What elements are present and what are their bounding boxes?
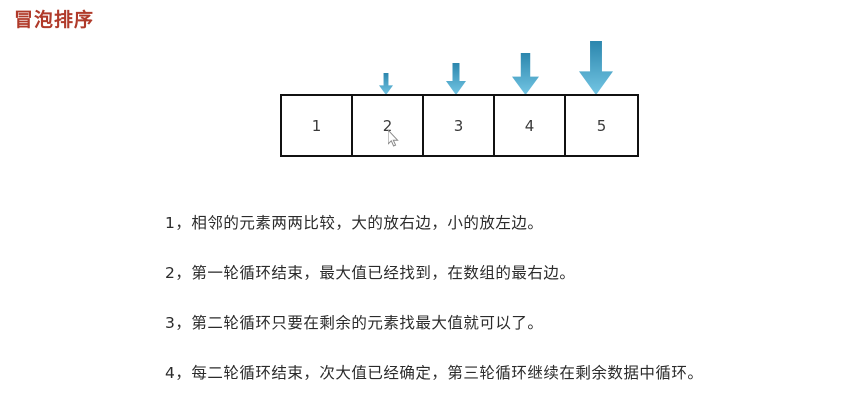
note-line: 4，每二轮循环结束，次大值已经确定，第三轮循环继续在剩余数据中循环。 <box>165 364 704 382</box>
down-arrow-cell-5 <box>579 41 613 95</box>
down-arrow-cell-2 <box>379 73 393 95</box>
arrow-group <box>0 0 867 95</box>
note-line: 1，相邻的元素两两比较，大的放右边，小的放左边。 <box>165 214 544 232</box>
array-diagram: 1 2 3 4 5 <box>280 94 639 157</box>
array-cell: 2 <box>353 96 424 155</box>
page-title: 冒泡排序 <box>14 9 95 31</box>
note-line: 3，第二轮循环只要在剩余的元素找最大值就可以了。 <box>165 314 544 332</box>
array-cell: 3 <box>424 96 495 155</box>
array-cell: 4 <box>495 96 566 155</box>
down-arrow-cell-4 <box>512 53 539 95</box>
array-cell: 1 <box>282 96 353 155</box>
notes-list: 1，相邻的元素两两比较，大的放右边，小的放左边。 2，第一轮循环结束，最大值已经… <box>165 198 865 398</box>
array-cell: 5 <box>566 96 637 155</box>
note-line: 2，第一轮循环结束，最大值已经找到，在数组的最右边。 <box>165 264 576 282</box>
down-arrow-cell-3 <box>446 63 466 95</box>
